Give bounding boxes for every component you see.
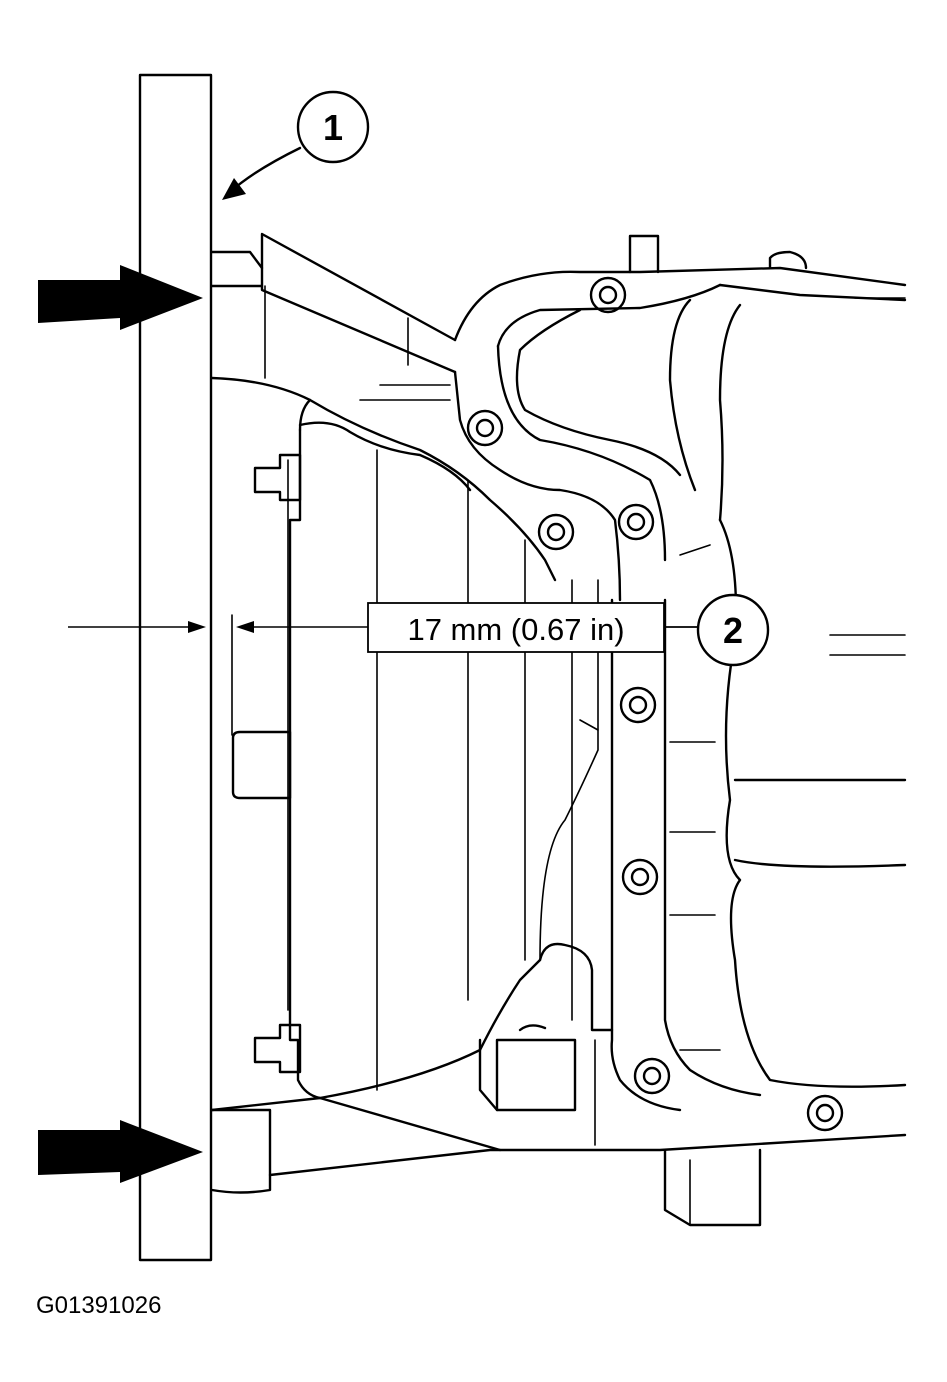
dimension-indicator: 17 mm (0.67 in) <box>68 602 698 653</box>
push-arrow-bottom <box>38 1120 203 1183</box>
push-arrow-top <box>38 265 203 330</box>
callout-1: 1 <box>222 90 370 200</box>
dimension-label-box <box>367 602 665 653</box>
straight-edge <box>138 73 213 1262</box>
figure-id: G01391026 <box>36 1292 161 1319</box>
callout-2-number: 2 <box>723 610 743 651</box>
dimension-label: 17 mm (0.67 in) <box>407 612 624 647</box>
callout-2: 2 <box>696 593 770 667</box>
oil-pan-drawing <box>210 232 907 1227</box>
callout-1-number: 1 <box>323 107 343 148</box>
bolt-group <box>466 276 844 1132</box>
